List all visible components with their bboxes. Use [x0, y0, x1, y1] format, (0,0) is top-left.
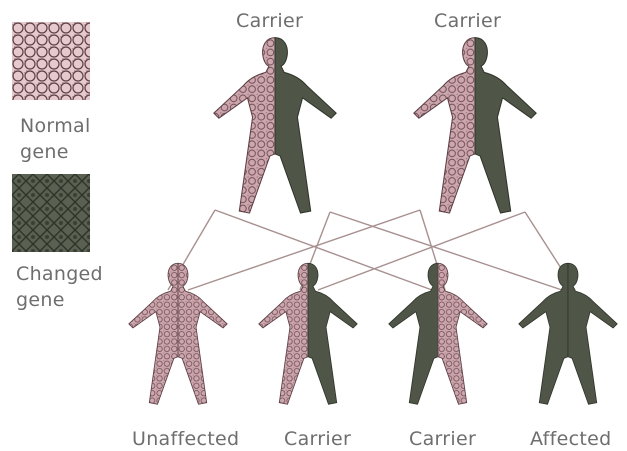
child-figure-affected	[519, 263, 617, 404]
child-figure-unaffected	[129, 263, 227, 404]
child-label-affected: Affected	[530, 430, 611, 449]
parent-label-1: Carrier	[236, 12, 303, 31]
child-label-carrier-1: Carrier	[284, 430, 351, 449]
child-figure-carrier-1	[259, 263, 357, 404]
inheritance-lines	[168, 210, 575, 290]
child-figure-carrier-2	[389, 263, 487, 404]
parent-figure-carrier-2	[414, 38, 536, 213]
parent-figure-carrier-1	[214, 38, 336, 213]
child-label-carrier-2: Carrier	[409, 430, 476, 449]
parent-label-2: Carrier	[434, 12, 501, 31]
child-label-unaffected: Unaffected	[132, 430, 239, 449]
